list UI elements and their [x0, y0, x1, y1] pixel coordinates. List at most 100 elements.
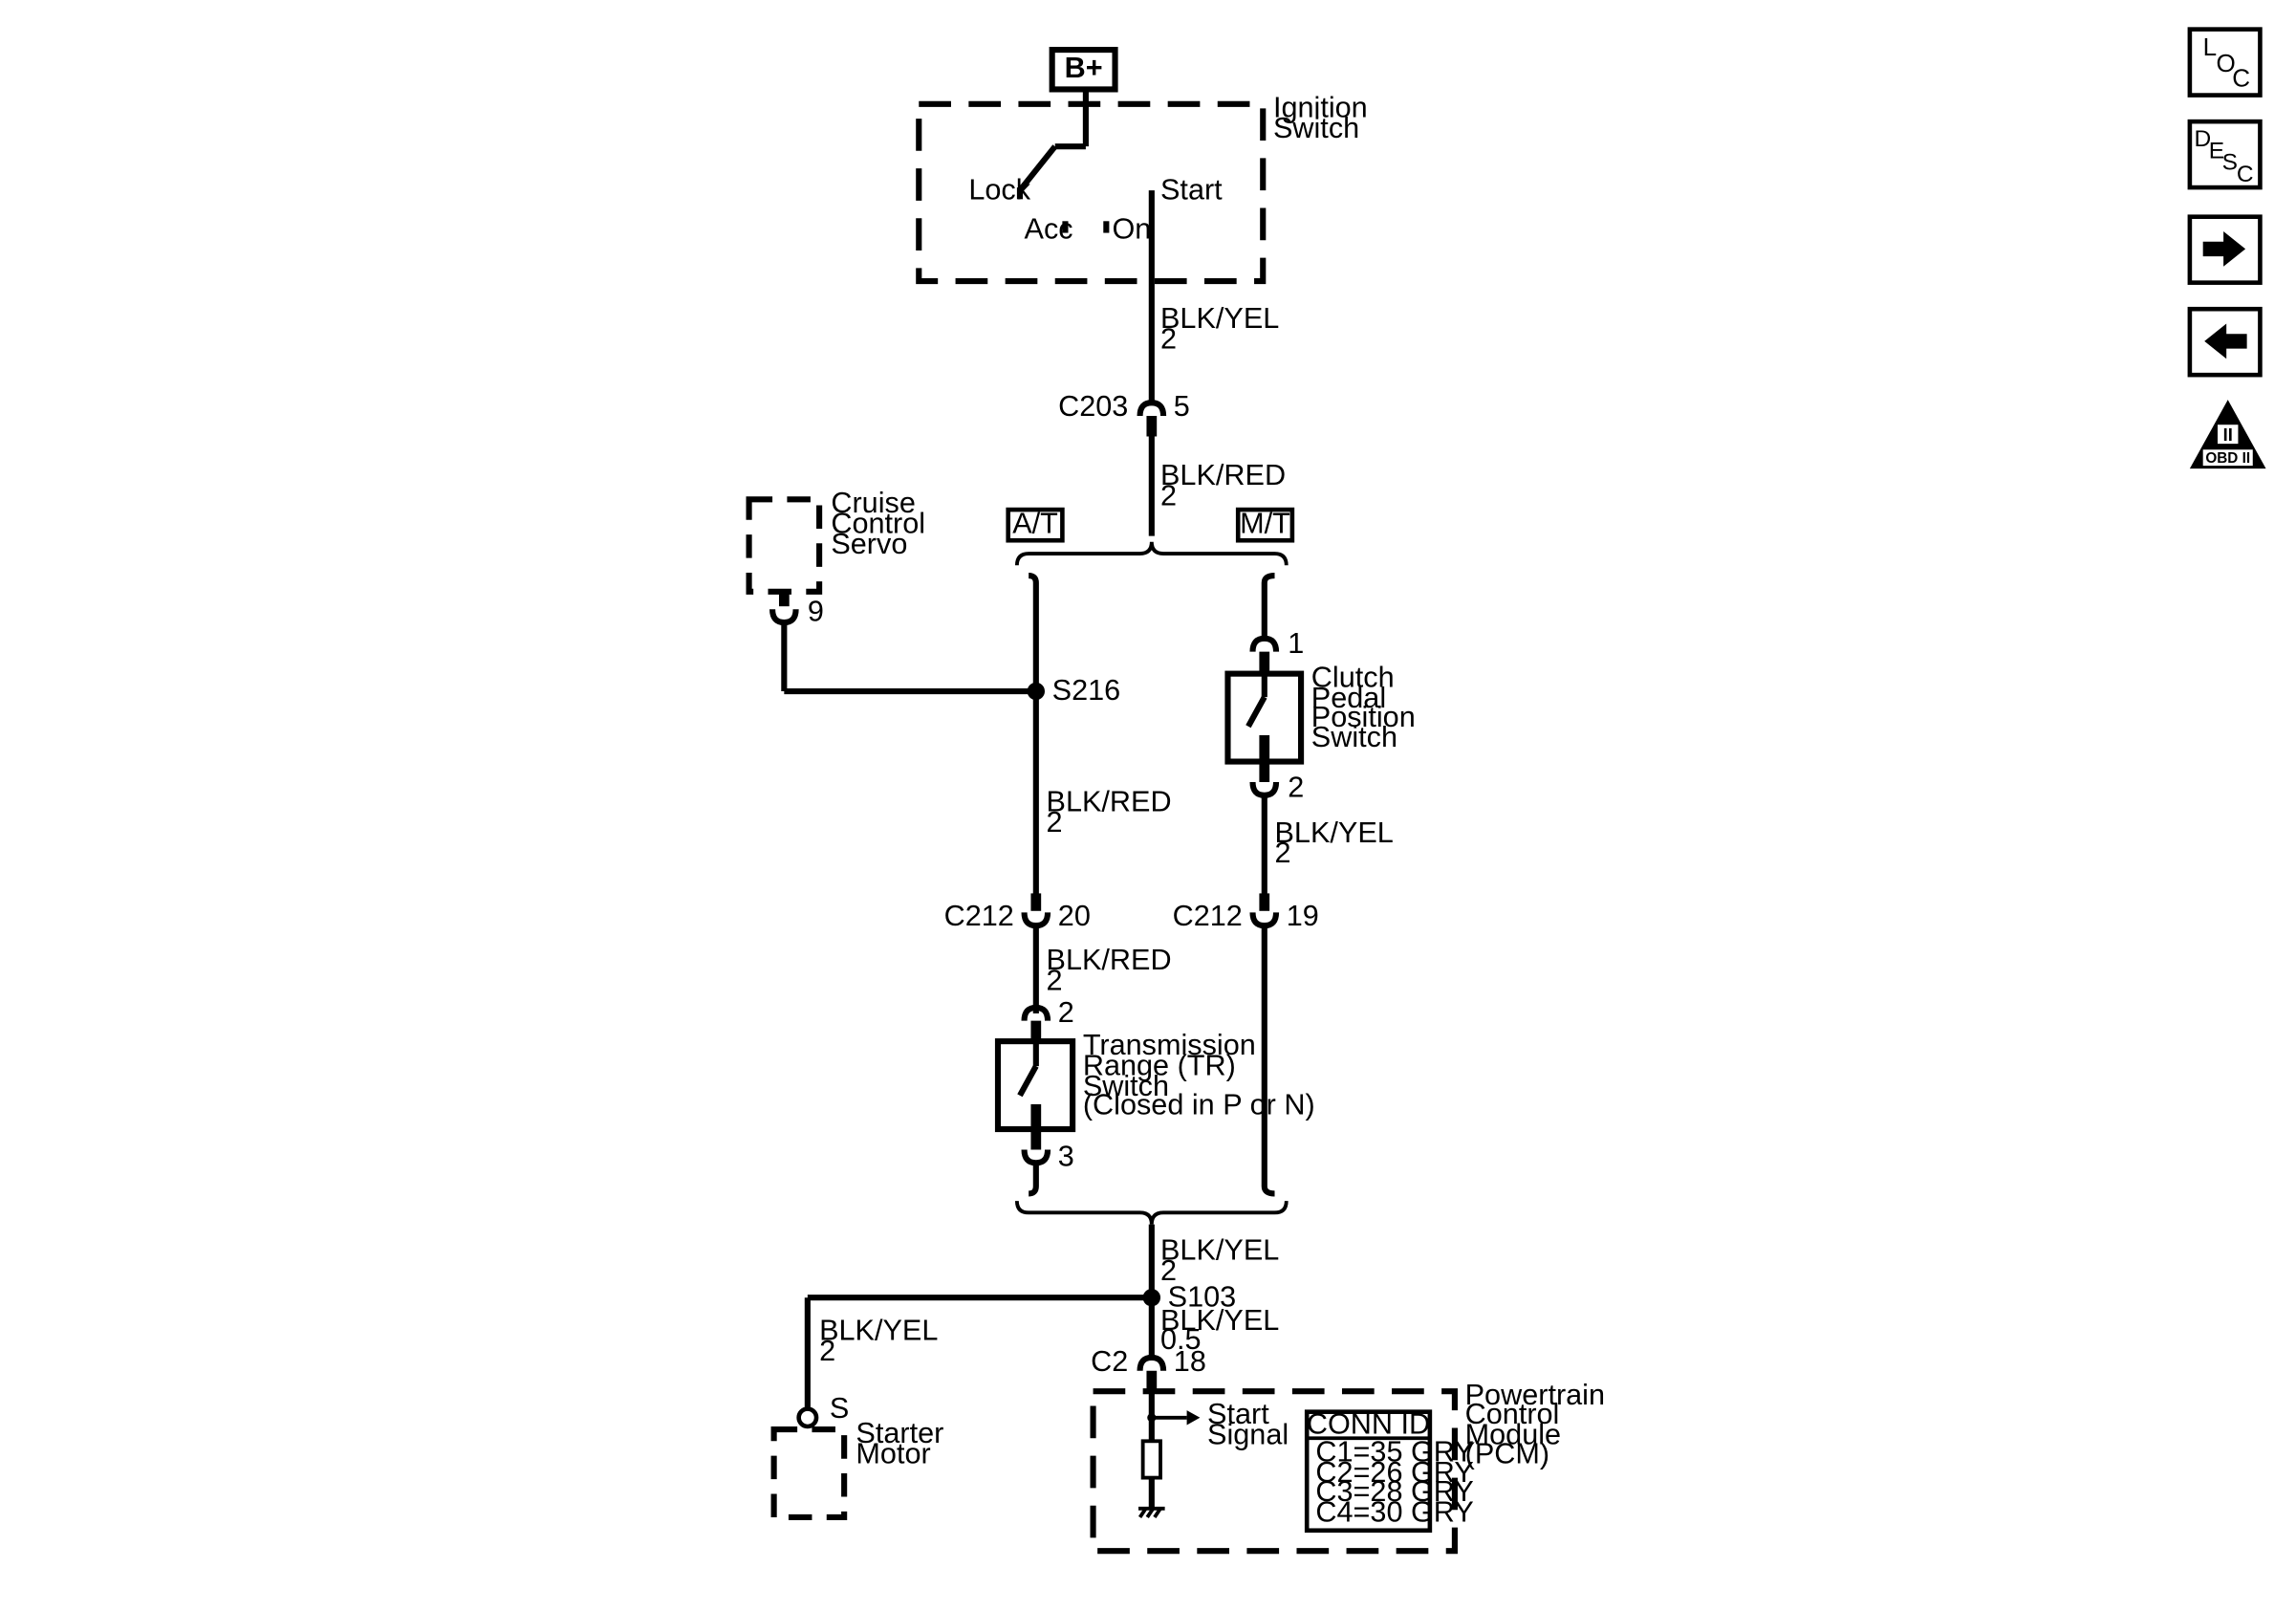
- pcm-start-signal-2: Signal: [1207, 1418, 1289, 1450]
- pcm-name-2: Control: [1465, 1398, 1560, 1430]
- description-button[interactable]: D E S C: [2187, 119, 2263, 190]
- obd-roman-label: II: [2223, 425, 2233, 445]
- clutch-pedal-position-switch: 1 2 Clutch Pedal Position Switch: [1224, 627, 1416, 803]
- tr-switch-name-1: Transmission: [1083, 1029, 1256, 1061]
- ignition-lock-label: Lock: [968, 173, 1030, 206]
- conn-id-row: C3=28 GRY: [1315, 1475, 1473, 1508]
- wire-mt-gauge: 2: [1275, 837, 1291, 869]
- wire-c203-out-gauge: 2: [1160, 479, 1177, 512]
- pcm-resistor: [1140, 1439, 1162, 1480]
- pcm-name-3: Module: [1465, 1418, 1561, 1450]
- pcm-name-4: (PCM): [1465, 1437, 1549, 1469]
- cruise-servo-name-1: Cruise: [831, 487, 916, 519]
- next-page-button[interactable]: [2187, 214, 2263, 285]
- conn-id-row: C1=35 GRY: [1315, 1436, 1473, 1469]
- cruise-servo-pin: 9: [808, 595, 824, 627]
- conn-id-row: C2=26 GRY: [1315, 1456, 1473, 1489]
- starter-boundary: [770, 1426, 848, 1521]
- c212-at-name: C212: [944, 900, 1014, 932]
- connector-c203: C203 5: [1058, 390, 1190, 437]
- ignition-start-label: Start: [1160, 173, 1223, 206]
- splice-s216-label: S216: [1052, 674, 1121, 707]
- clutch-switch-pin-top: 1: [1288, 627, 1304, 660]
- wire-starter-gauge: 2: [819, 1335, 835, 1367]
- conn-id-title: CONN ID: [1307, 1408, 1430, 1441]
- wire-starter-color: BLK/YEL: [819, 1315, 938, 1347]
- pcm-name-1: Powertrain: [1465, 1379, 1605, 1411]
- connector-c2: C2 18: [1091, 1345, 1206, 1392]
- desc-letter-e: E: [2209, 138, 2224, 163]
- starter-s-terminal: [796, 1406, 819, 1429]
- pcm-boundary: [1090, 1388, 1458, 1555]
- starter-name-1: Starter: [856, 1417, 943, 1449]
- wire-top-gauge: 2: [1160, 323, 1177, 356]
- cruise-servo-name-3: Servo: [831, 528, 907, 560]
- c203-pin: 5: [1174, 390, 1190, 423]
- option-split-top: A/T M/T: [1006, 507, 1295, 566]
- powertrain-control-module: Start Signal CONN ID C1=35 GRY C2=26 GRY…: [1090, 1379, 1605, 1555]
- option-merge-bottom: [1014, 1200, 1289, 1225]
- ignition-switch: B+ Ignition Switch Lock Acc On Start: [916, 47, 1368, 285]
- ignition-switch-name-2: Switch: [1273, 112, 1359, 144]
- desc-letter-c: C: [2237, 162, 2254, 187]
- tr-switch-pin-bottom: 3: [1058, 1140, 1074, 1172]
- option-mt-label: M/T: [1240, 508, 1290, 540]
- ignition-switch-name-1: Ignition: [1273, 92, 1368, 124]
- splice-s103-label: S103: [1168, 1280, 1237, 1313]
- option-at-box: [1006, 507, 1065, 543]
- start-signal-arrow-icon: [1186, 1410, 1201, 1426]
- clutch-switch-name-3: Position: [1311, 701, 1416, 733]
- c212-mt-pin: 19: [1287, 900, 1319, 932]
- starter-pin: S: [830, 1392, 849, 1425]
- conn-id-row: C4=30 GRY: [1315, 1496, 1473, 1529]
- ignition-switch-boundary: [916, 100, 1267, 285]
- loc-letter-o: O: [2216, 49, 2235, 77]
- wire-merge-gauge: 2: [1160, 1254, 1177, 1287]
- wire-pcm-gauge: 0.5: [1160, 1323, 1202, 1356]
- clutch-switch-name-4: Switch: [1311, 721, 1397, 753]
- clutch-switch-name-2: Pedal: [1311, 682, 1386, 714]
- wire-merge-color: BLK/YEL: [1160, 1233, 1279, 1266]
- wire-top-color: BLK/YEL: [1160, 302, 1279, 335]
- pcm-start-signal-1: Start: [1207, 1398, 1269, 1430]
- desc-letter-s: S: [2222, 150, 2238, 176]
- starter-name-2: Motor: [856, 1437, 930, 1469]
- tr-switch-pin-top: 2: [1058, 996, 1074, 1029]
- c203-name: C203: [1058, 390, 1128, 423]
- clutch-switch-pin-bottom: 2: [1288, 771, 1304, 803]
- conn-id-table: [1304, 1409, 1433, 1534]
- c212-mt-name: C212: [1173, 900, 1243, 932]
- wire-at-lower-gauge: 2: [1047, 965, 1063, 997]
- wire-at-color: BLK/RED: [1047, 786, 1172, 818]
- connector-c212-at: C212 20: [944, 893, 1091, 932]
- cruise-control-servo: Cruise Control Servo 9: [746, 487, 1036, 695]
- b-plus-label: B+: [1065, 52, 1103, 84]
- tr-switch-name-4: (Closed in P or N): [1083, 1089, 1315, 1121]
- cruise-servo-boundary: [746, 496, 823, 595]
- location-button[interactable]: L O C: [2187, 27, 2263, 98]
- wire-c203-out-color: BLK/RED: [1160, 459, 1286, 491]
- starter-motor: S Starter Motor: [770, 1392, 943, 1521]
- tr-switch-name-3: Switch: [1083, 1070, 1169, 1102]
- loc-letter-l: L: [2203, 33, 2217, 61]
- obd-ii-button[interactable]: II OBD II: [2189, 400, 2266, 469]
- connector-c212-mt: C212 19: [1173, 893, 1319, 932]
- c2-name: C2: [1091, 1345, 1128, 1378]
- splice-s216: [1027, 682, 1046, 701]
- obd-label: OBD II: [2205, 450, 2250, 467]
- ignition-on-label: On: [1112, 213, 1151, 246]
- loc-letter-c: C: [2232, 63, 2250, 92]
- wire-mt-color: BLK/YEL: [1275, 816, 1394, 849]
- previous-page-button[interactable]: [2187, 306, 2263, 378]
- option-at-label: A/T: [1012, 508, 1058, 540]
- option-mt-box: [1235, 507, 1295, 543]
- wire-at-gauge: 2: [1047, 806, 1063, 838]
- right-arrow-icon: [2202, 231, 2246, 267]
- desc-letter-d: D: [2194, 126, 2211, 152]
- c2-pin: 18: [1174, 1345, 1206, 1378]
- left-arrow-icon: [2204, 323, 2247, 359]
- cruise-servo-name-2: Control: [831, 508, 925, 540]
- transmission-range-switch: 2 3 Transmission Range (TR) Switch (Clos…: [994, 996, 1315, 1172]
- c212-at-pin: 20: [1058, 900, 1091, 932]
